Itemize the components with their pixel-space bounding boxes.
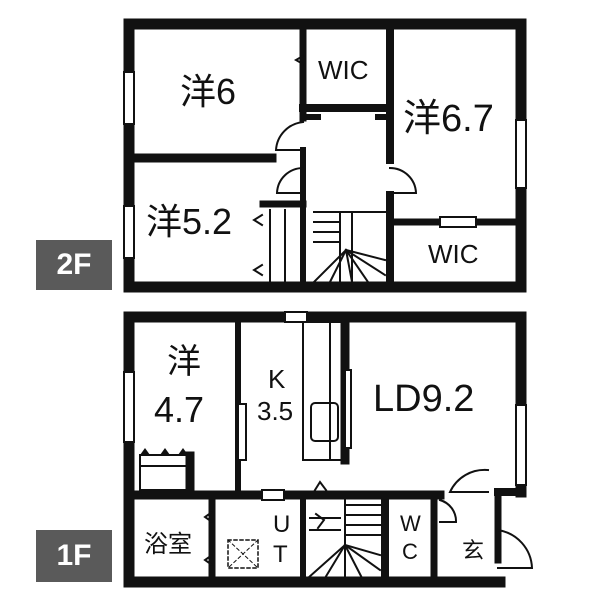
room-label-bath: 浴室: [144, 531, 192, 558]
room-label-western-4-7-line2: 4.7: [154, 389, 205, 430]
room-label-utility-t: T: [273, 541, 288, 568]
lower-stairs: [306, 480, 382, 580]
upper-windows: [123, 71, 527, 259]
lower-doors: [203, 468, 534, 569]
room-label-entrance: 玄: [462, 538, 485, 563]
shelf-triangles: [140, 448, 188, 455]
washer-space: [227, 539, 259, 569]
room-label-western-5-2: 洋5.2: [146, 201, 233, 242]
room-label-toilet-c: C: [402, 539, 418, 564]
floor-badge-2f: 2F: [36, 240, 112, 290]
room-label-kitchen-line1: K: [268, 364, 286, 394]
lower-windows: [123, 311, 527, 501]
room-label-western-4-7-line1: 洋: [167, 343, 201, 381]
storage-shelf: [139, 454, 191, 491]
room-label-toilet-w: W: [400, 511, 421, 536]
room-label-utility-u: U: [273, 511, 291, 538]
room-label-western-6: 洋6: [180, 71, 237, 112]
room-label-western-6-7: 洋6.7: [403, 98, 494, 140]
room-label-kitchen-line2: 3.5: [257, 396, 294, 426]
room-label-wic-upper-right: WIC: [428, 239, 479, 269]
floor-badge-1f: 1F: [36, 530, 112, 582]
room-label-wic-upper-left: WIC: [318, 55, 369, 85]
upper-doors: [252, 54, 418, 277]
upper-stairs: [269, 209, 387, 284]
room-label-living-dining: LD9.2: [373, 378, 475, 420]
kitchen-counter: [302, 321, 346, 461]
